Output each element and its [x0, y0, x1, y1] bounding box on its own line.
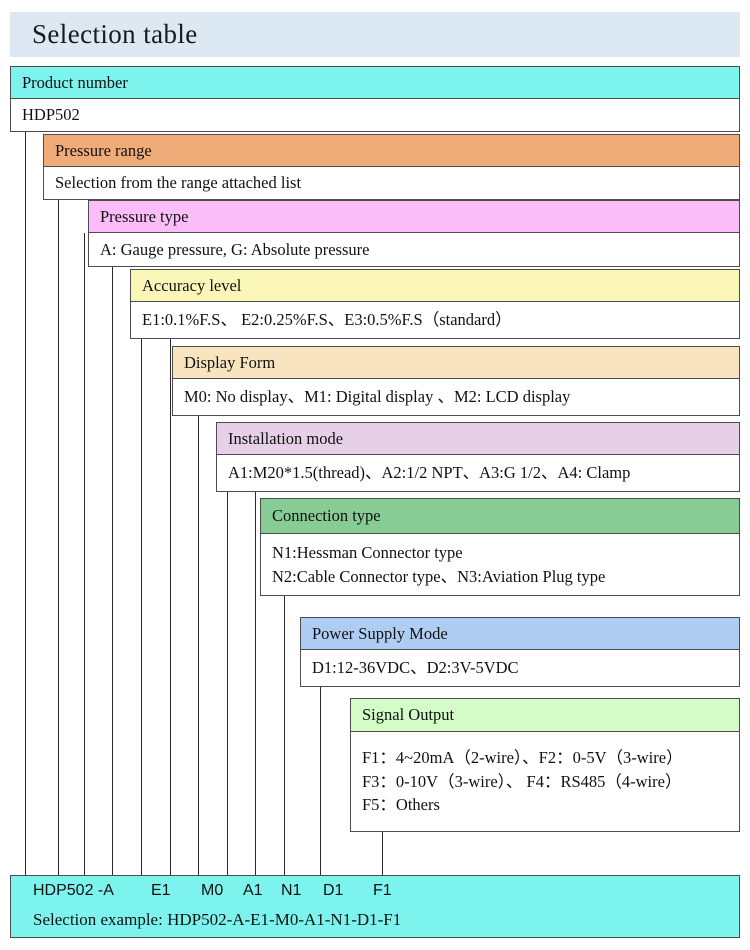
selection-example: Selection example: HDP502-A-E1-M0-A1-N1-…	[33, 910, 402, 929]
summary-code-1: E1	[151, 882, 171, 899]
block-header-display_form: Display Form	[172, 346, 740, 379]
block-body-line: D1:12-36VDC、D2:3V-5VDC	[312, 658, 519, 678]
block-body-line: HDP502	[22, 105, 80, 125]
option-block-pressure_type: Pressure type A: Gauge pressure, G: Absol…	[88, 200, 740, 267]
drop-line-9	[284, 560, 285, 875]
drop-line-8	[255, 460, 256, 875]
summary-code-row: HDP502 -A E1 M0 A1 N1 D1 F1	[11, 876, 739, 908]
block-body-line: N1:Hessman Connector type	[272, 543, 463, 563]
block-body-pressure_type: A: Gauge pressure, G: Absolute pressure	[88, 233, 740, 267]
block-header-pressure_type: Pressure type	[88, 200, 740, 233]
summary-code-2: M0	[201, 882, 224, 899]
block-body-signal_output: F1：4~20mA（2-wire）、F2：0-5V（3-wire） F3：0-10…	[350, 732, 740, 832]
block-body-line: E1:0.1%F.S、 E2:0.25%F.S、E3:0.5%F.S（stand…	[142, 310, 512, 330]
block-header-pressure_range: Pressure range	[43, 134, 740, 167]
summary-code-0: HDP502 -A	[33, 882, 114, 899]
block-body-power_supply_mode: D1:12-36VDC、D2:3V-5VDC	[300, 650, 740, 687]
block-body-line: A: Gauge pressure, G: Absolute pressure	[100, 239, 370, 259]
drop-line-3	[112, 234, 113, 875]
block-body-line: F3：0-10V（3-wire）、 F4：RS485（4-wire）	[362, 771, 682, 791]
summary-code-5: D1	[323, 882, 344, 899]
drop-line-6	[198, 383, 199, 875]
drop-line-2	[84, 233, 85, 875]
drop-line-11	[382, 798, 383, 875]
block-header-accuracy_level: Accuracy level	[130, 269, 740, 302]
page-title-bar: Selection table	[10, 12, 740, 57]
block-header-power_supply_mode: Power Supply Mode	[300, 617, 740, 650]
drop-line-0	[25, 99, 26, 875]
block-body-installation_mode: A1:M20*1.5(thread)、A2:1/2 NPT、A3:G 1/2、A…	[216, 455, 740, 492]
drop-line-1	[58, 167, 59, 875]
block-body-line: M0: No display、M1: Digital display 、M2: …	[184, 387, 571, 407]
block-body-accuracy_level: E1:0.1%F.S、 E2:0.25%F.S、E3:0.5%F.S（stand…	[130, 302, 740, 339]
summary-bar: HDP502 -A E1 M0 A1 N1 D1 F1 Selection example:…	[10, 875, 740, 938]
drop-line-10	[320, 654, 321, 875]
block-body-line: Selection from the range attached list	[55, 173, 302, 193]
summary-code-3: A1	[243, 882, 263, 899]
block-body-display_form: M0: No display、M1: Digital display 、M2: …	[172, 379, 740, 416]
block-header-installation_mode: Installation mode	[216, 422, 740, 455]
block-body-line: F1：4~20mA（2-wire）、F2：0-5V（3-wire）	[362, 748, 683, 768]
drop-line-4	[141, 306, 142, 875]
block-body-pressure_range: Selection from the range attached list	[43, 167, 740, 200]
block-header-connection_type: Connection type	[260, 498, 740, 534]
block-body-line: A1:M20*1.5(thread)、A2:1/2 NPT、A3:G 1/2、A…	[228, 463, 631, 483]
drop-line-5	[170, 307, 171, 875]
block-header-product_number: Product number	[10, 66, 740, 99]
block-header-signal_output: Signal Output	[350, 698, 740, 732]
block-body-line: N2:Cable Connector type、N3:Aviation Plug…	[272, 566, 606, 586]
summary-code-6: F1	[373, 882, 392, 899]
page-title: Selection table	[32, 19, 198, 49]
summary-code-4: N1	[281, 882, 302, 899]
drop-line-7	[227, 459, 228, 875]
block-body-line: F5：Others	[362, 795, 440, 815]
block-body-product_number: HDP502	[10, 99, 740, 132]
